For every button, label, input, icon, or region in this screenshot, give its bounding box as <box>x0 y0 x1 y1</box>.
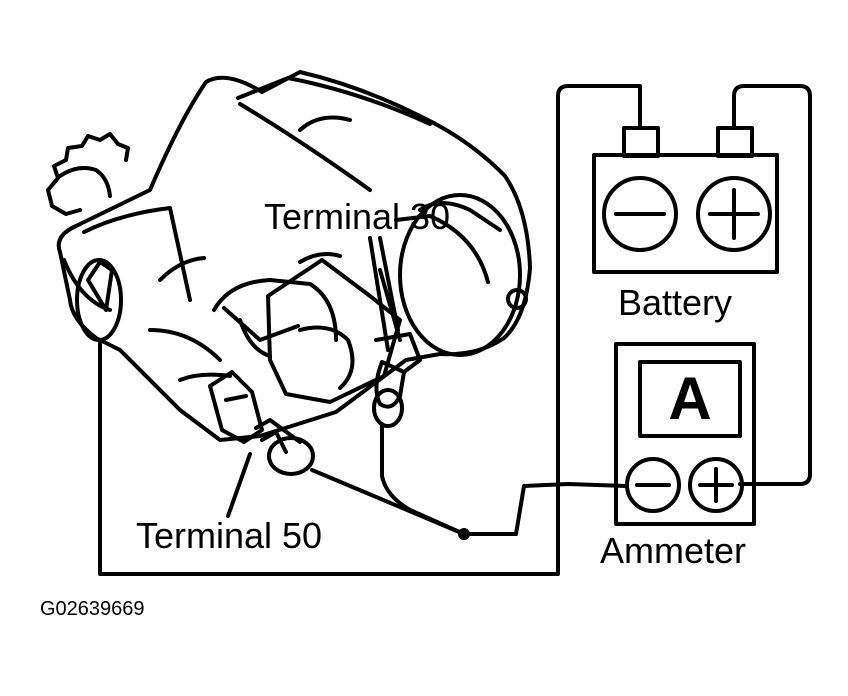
wire-ammeter-pos-battery-pos <box>732 84 812 486</box>
wire-terminal-50 <box>310 468 466 536</box>
ammeter-positive-terminal <box>688 457 744 513</box>
terminal-50-label: Terminal 50 <box>136 515 323 556</box>
wire-to-ammeter-neg <box>462 482 628 536</box>
battery-body <box>592 153 779 274</box>
battery-label: Battery <box>618 282 733 323</box>
terminal-30-label: Terminal 30 <box>264 196 451 237</box>
ammeter-body <box>614 342 756 526</box>
wire-ground <box>98 84 642 576</box>
ammeter <box>614 342 756 526</box>
battery-post-positive <box>716 126 754 158</box>
pinion-gear <box>46 132 130 216</box>
starter-motor <box>46 70 532 476</box>
leader-terminal-50 <box>226 452 252 518</box>
battery-positive-symbol <box>696 176 772 252</box>
battery-post-negative <box>622 126 660 158</box>
battery <box>592 126 779 274</box>
battery-negative-symbol <box>602 176 678 252</box>
ammeter-symbol: A <box>668 365 712 432</box>
leader-terminal-30 <box>368 236 390 352</box>
starter-housing <box>56 70 532 442</box>
ammeter-display <box>638 360 742 438</box>
ammeter-negative-terminal <box>625 457 681 513</box>
wiring <box>98 84 812 576</box>
ammeter-label: Ammeter <box>600 530 747 571</box>
figure-code: G02639669 <box>40 598 145 620</box>
leader-terminal-30b <box>378 236 400 332</box>
wire-junction <box>458 528 470 540</box>
